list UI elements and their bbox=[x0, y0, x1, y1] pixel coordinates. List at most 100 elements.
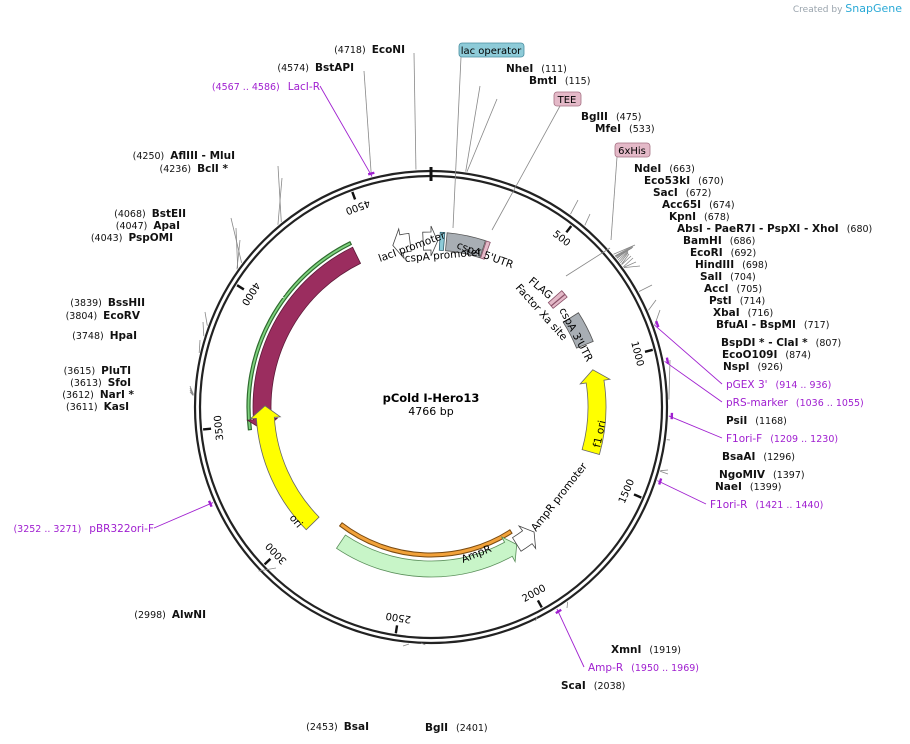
primer-range: (1421 .. 1440) bbox=[755, 500, 823, 511]
leader-line bbox=[638, 284, 653, 292]
site-r5-label[interactable]: Eco53kI(670) bbox=[644, 175, 724, 187]
site-r16-label[interactable]: XbaI(716) bbox=[713, 307, 773, 319]
site-r10-label[interactable]: BamHI(686) bbox=[683, 235, 755, 247]
tick-label-2000: 2000 bbox=[520, 583, 548, 605]
site-13-label[interactable]: (3611)KasI bbox=[66, 401, 129, 413]
site-name: BfuAI - BspMI bbox=[716, 319, 796, 331]
site-1-label[interactable]: (4574)BstAPI bbox=[277, 62, 354, 74]
site-name: XmnI bbox=[611, 644, 641, 656]
site-r23-label[interactable]: NgoMIV(1397) bbox=[719, 469, 805, 481]
primer-3-label[interactable]: F1ori-F(1209 .. 1230) bbox=[726, 433, 838, 445]
primer-4-label[interactable]: F1ori-R(1421 .. 1440) bbox=[710, 499, 823, 511]
ampr-highlight-arc bbox=[338, 522, 513, 558]
site-r22-label[interactable]: BsaAI(1296) bbox=[722, 451, 795, 463]
primer-name: pBR322ori-F bbox=[89, 523, 154, 535]
leader-line bbox=[615, 246, 634, 257]
site-15-label[interactable]: (2453)BsaI bbox=[306, 721, 369, 733]
site-pos: (3748) bbox=[72, 331, 104, 342]
site-8-label[interactable]: (3804)EcoRV bbox=[66, 310, 141, 322]
site-9-label[interactable]: (3748) HpaI bbox=[72, 330, 137, 342]
site-r9-label[interactable]: AbsI - PaeR7I - PspXI - XhoI(680) bbox=[677, 223, 872, 235]
primer-name: LacI-R bbox=[288, 81, 320, 93]
primer-0-label[interactable]: (4567 .. 4586)LacI-R bbox=[212, 81, 320, 93]
site-r24-label[interactable]: NaeI(1399) bbox=[715, 481, 782, 493]
site-r3-label[interactable]: MfeI(533) bbox=[595, 123, 655, 135]
site-pos: (714) bbox=[740, 296, 766, 307]
leader-line bbox=[413, 52, 417, 170]
site-r8-label[interactable]: KpnI(678) bbox=[669, 211, 730, 223]
site-r11-label[interactable]: EcoRI(692) bbox=[690, 247, 756, 259]
site-r21-label[interactable]: PsiI(1168) bbox=[726, 415, 787, 427]
site-r15-label[interactable]: PstI(714) bbox=[709, 295, 765, 307]
primer-leader bbox=[664, 360, 723, 403]
primer-leader bbox=[654, 324, 723, 385]
site-4-label[interactable]: (4068)BstEII bbox=[114, 208, 186, 220]
primer-range: (3252 .. 3271) bbox=[13, 524, 81, 535]
leader-line bbox=[648, 299, 657, 311]
site-r7-label[interactable]: Acc65I(674) bbox=[662, 199, 735, 211]
leader-lines bbox=[153, 52, 723, 668]
site-3-label[interactable]: (4236)BclI * bbox=[160, 163, 229, 175]
primer-leader bbox=[668, 415, 723, 439]
factor-xa-feature bbox=[550, 293, 568, 309]
site-pos: (1399) bbox=[750, 482, 782, 493]
primer-6-label[interactable]: (3252 .. 3271) pBR322ori-F bbox=[13, 523, 154, 535]
leader-line bbox=[189, 389, 194, 396]
site-6-label[interactable]: (4043)PspOMI bbox=[91, 232, 173, 244]
site-5-label[interactable]: (4047)ApaI bbox=[116, 220, 180, 232]
site-pos: (874) bbox=[785, 350, 811, 361]
site-name: EcoRI bbox=[690, 247, 723, 259]
site-11-label[interactable]: (3613)SfoI bbox=[70, 377, 131, 389]
primer-5-label[interactable]: Amp-R(1950 .. 1969) bbox=[588, 662, 699, 674]
site-r14-label[interactable]: AccI(705) bbox=[704, 283, 762, 295]
leader-line bbox=[204, 311, 208, 326]
site-r18-label[interactable]: BspDI * - ClaI *(807) bbox=[721, 337, 841, 349]
primer-mark bbox=[655, 320, 660, 328]
site-pos: (686) bbox=[730, 236, 756, 247]
site-name: KasI bbox=[104, 401, 129, 413]
site-r17-label[interactable]: BfuAI - BspMI(717) bbox=[716, 319, 829, 331]
primer-1-label[interactable]: pGEX 3'(914 .. 936) bbox=[726, 379, 831, 391]
leader-line bbox=[535, 616, 538, 621]
site-r27-label[interactable]: BglI(2401) bbox=[425, 722, 488, 734]
site-name: SfoI bbox=[108, 377, 131, 389]
site-name: ApaI bbox=[153, 220, 180, 232]
site-r19-label[interactable]: EcoO109I(874) bbox=[722, 349, 811, 361]
site-r26-label[interactable]: ScaI(2038) bbox=[561, 680, 625, 692]
tee-feature bbox=[480, 240, 491, 260]
site-0-label[interactable]: (4718)EcoNI bbox=[334, 44, 405, 56]
tick-4000 bbox=[236, 284, 245, 291]
primer-mark bbox=[658, 478, 663, 485]
site-14-label[interactable]: (2998)AlwNI bbox=[134, 609, 206, 621]
site-r12-label[interactable]: HindIII (698) bbox=[695, 259, 768, 271]
site-pos: (2038) bbox=[594, 681, 626, 692]
site-r6-label[interactable]: SacI(672) bbox=[653, 187, 711, 199]
site-name: HpaI bbox=[110, 330, 137, 342]
site-r25-label[interactable]: XmnI(1919) bbox=[611, 644, 681, 656]
lac-operator-leader bbox=[452, 56, 462, 229]
site-2-label[interactable]: (4250)AflIII - MluI bbox=[133, 150, 235, 162]
site-pos: (4250) bbox=[133, 151, 165, 162]
site-r1-label[interactable]: BmtI(115) bbox=[529, 75, 590, 87]
ampr-promoter-label: AmpR promoter bbox=[529, 460, 590, 534]
laci-label: lacI bbox=[275, 279, 293, 300]
site-10-label[interactable]: (3615)PluTI bbox=[64, 365, 131, 377]
site-r13-label[interactable]: SalI(704) bbox=[700, 271, 756, 283]
site-name: HindIII bbox=[695, 259, 734, 271]
site-pos: (2453) bbox=[306, 722, 338, 733]
primer-2-label[interactable]: pRS-marker(1036 .. 1055) bbox=[726, 397, 864, 409]
site-pos: (698) bbox=[742, 260, 768, 271]
site-r20-label[interactable]: NspI(926) bbox=[723, 361, 783, 373]
tick-label-500: 500 bbox=[550, 229, 572, 249]
site-name: BstAPI bbox=[315, 62, 354, 74]
site-r2-label[interactable]: BglII(475) bbox=[581, 111, 641, 123]
site-pos: (3839) bbox=[70, 298, 102, 309]
site-r4-label[interactable]: NdeI(663) bbox=[634, 163, 695, 175]
site-7-label[interactable]: (3839)BssHII bbox=[70, 297, 145, 309]
site-12-label[interactable]: (3612)NarI * bbox=[62, 389, 134, 401]
his-tag: 6xHis bbox=[614, 142, 651, 158]
site-r0-label[interactable]: NheI(111) bbox=[506, 63, 567, 75]
primer-mark bbox=[555, 608, 562, 615]
site-name: PluTI bbox=[101, 365, 131, 377]
